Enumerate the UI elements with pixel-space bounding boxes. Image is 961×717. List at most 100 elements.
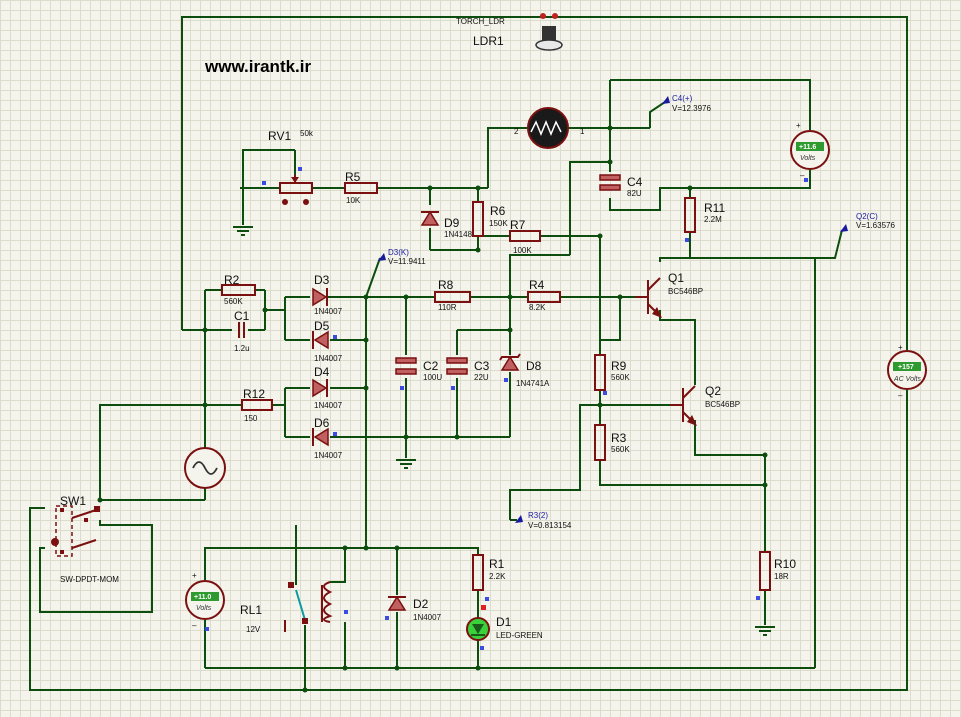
- svg-text:+: +: [898, 343, 903, 352]
- c1-ref: C1: [234, 309, 250, 323]
- ground-rv1-icon: [233, 226, 253, 236]
- dc-voltmeter-top[interactable]: +11.6 Volts + –: [790, 121, 830, 180]
- c4-value: 82U: [627, 189, 642, 198]
- r6-ref: R6: [490, 204, 506, 218]
- r2-component[interactable]: [221, 284, 256, 296]
- probe-q2-label: Q2(C): [856, 212, 878, 221]
- d2-value: 1N4007: [413, 613, 442, 622]
- svg-text:–: –: [800, 171, 805, 180]
- rv1-ref: RV1: [268, 129, 291, 143]
- d3-ref: D3: [314, 273, 330, 287]
- d9-ref: D9: [444, 216, 460, 230]
- r3-ref: R3: [611, 431, 627, 445]
- c2-component[interactable]: [395, 357, 417, 375]
- relay-rl1-component[interactable]: [284, 581, 333, 632]
- c4-component[interactable]: [599, 174, 621, 191]
- r8-value: 110R: [438, 303, 457, 312]
- dc-bottom-reading: +11.0: [194, 594, 211, 601]
- d6-component[interactable]: [312, 427, 329, 447]
- d3-value: 1N4007: [314, 307, 343, 316]
- r12-value: 150: [244, 414, 258, 423]
- probe-r3-value: V=0.813154: [528, 521, 572, 530]
- r9-value: 560K: [611, 373, 630, 382]
- r7-component[interactable]: [509, 230, 541, 242]
- ac-voltmeter-right[interactable]: +157 AC Volts + –: [887, 343, 927, 400]
- d5-component[interactable]: [312, 330, 329, 350]
- c1-value: 1.2u: [234, 344, 250, 353]
- r12-component[interactable]: [241, 399, 273, 411]
- sw1-component[interactable]: [51, 505, 100, 557]
- q1-component[interactable]: [635, 277, 662, 318]
- probe-d3[interactable]: D3(K) V=11.9411: [378, 248, 426, 266]
- probe-q2-value: V=1.63576: [856, 221, 895, 230]
- d6-value: 1N4007: [314, 451, 343, 460]
- r3-value: 560K: [611, 445, 630, 454]
- probe-r3-label: R3(2): [528, 511, 548, 520]
- ldr-pin-2: 2: [514, 127, 519, 136]
- r10-component[interactable]: [759, 551, 771, 591]
- probe-c4[interactable]: C4(+) V=12.3976: [662, 94, 711, 113]
- ldr-value: TORCH_LDR: [456, 17, 505, 26]
- website-label: www.irantk.ir: [204, 57, 312, 76]
- r1-value: 2.2K: [489, 572, 506, 581]
- r11-value: 2.2M: [704, 215, 722, 224]
- r11-component[interactable]: [684, 197, 696, 233]
- probe-c4-label: C4(+): [672, 94, 693, 103]
- svg-text:+: +: [796, 121, 801, 130]
- d2-ref: D2: [413, 597, 429, 611]
- rv1-value: 50k: [300, 129, 314, 138]
- c3-value: 22U: [474, 373, 489, 382]
- svg-text:+: +: [192, 571, 197, 580]
- r3-component[interactable]: [594, 424, 606, 461]
- c3-ref: C3: [474, 359, 490, 373]
- rl1-value: 12V: [246, 625, 261, 634]
- r7-value: 100K: [513, 246, 532, 255]
- c2-value: 100U: [423, 373, 442, 382]
- c4-ref: C4: [627, 175, 643, 189]
- probe-r3[interactable]: R3(2) V=0.813154: [515, 511, 572, 530]
- ground-r10-icon: [755, 626, 775, 636]
- svg-text:–: –: [898, 391, 903, 400]
- r12-ref: R12: [243, 387, 265, 401]
- ldr-pin-1: 1: [580, 127, 585, 136]
- probe-d3-label: D3(K): [388, 248, 409, 257]
- d9-component[interactable]: [420, 210, 440, 226]
- d8-component[interactable]: [499, 353, 521, 371]
- dc-top-reading: +11.6: [799, 144, 816, 151]
- q2-component[interactable]: [670, 385, 697, 426]
- rv1-component[interactable]: [279, 175, 313, 205]
- d8-value: 1N4741A: [516, 379, 550, 388]
- dc-top-unit: Volts: [800, 155, 816, 162]
- r5-ref: R5: [345, 170, 361, 184]
- r5-component[interactable]: [344, 182, 378, 194]
- r8-component[interactable]: [434, 291, 471, 303]
- d4-component[interactable]: [312, 378, 328, 398]
- led-d1-component[interactable]: [466, 617, 490, 641]
- d9-value: 1N4148: [444, 230, 473, 239]
- rl1-ref: RL1: [240, 603, 262, 617]
- ground-caps-icon: [396, 459, 416, 469]
- ldr-component[interactable]: [527, 107, 569, 149]
- r9-component[interactable]: [594, 354, 606, 391]
- ac-source-component[interactable]: [184, 447, 226, 489]
- r10-ref: R10: [774, 557, 796, 571]
- d2-component[interactable]: [387, 595, 407, 611]
- c3-component[interactable]: [446, 357, 468, 375]
- dc-voltmeter-bottom[interactable]: +11.0 Volts + –: [185, 571, 225, 630]
- r6-value: 150K: [489, 219, 508, 228]
- probe-q2[interactable]: Q2(C) V=1.63576: [840, 212, 895, 232]
- d3-component[interactable]: [312, 287, 328, 307]
- r1-component[interactable]: [472, 554, 484, 591]
- probe-c4-value: V=12.3976: [672, 104, 711, 113]
- sw1-value: SW-DPDT-MOM: [60, 575, 119, 584]
- junctions: [97, 125, 768, 693]
- svg-text:–: –: [192, 621, 197, 630]
- r4-component[interactable]: [527, 291, 561, 303]
- d1-value: LED-GREEN: [496, 631, 543, 640]
- q1-ref: Q1: [668, 271, 684, 285]
- c1-component[interactable]: [238, 322, 245, 338]
- ac-right-unit: AC Volts: [893, 376, 921, 383]
- r6-component[interactable]: [472, 201, 484, 237]
- r4-ref: R4: [529, 278, 545, 292]
